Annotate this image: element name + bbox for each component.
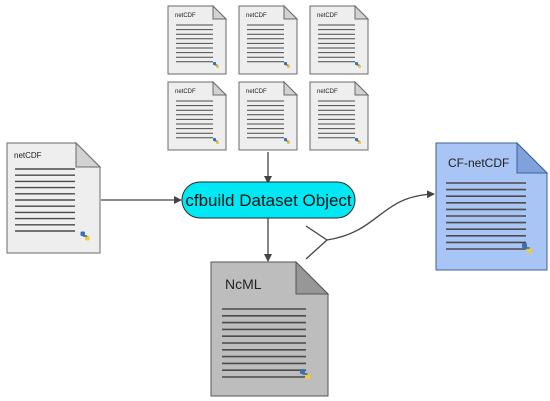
- document-label: NcML: [225, 276, 262, 292]
- cfbuild-dataset-object-node: cfbuild Dataset Object: [181, 181, 356, 219]
- document-label: netCDF: [246, 89, 267, 95]
- document-label: netCDF: [175, 89, 196, 95]
- document-icon: netCDF: [167, 4, 228, 75]
- document-icon: netCDF: [309, 80, 370, 151]
- python-logo-icon: [284, 138, 290, 144]
- python-logo-icon: [284, 62, 290, 68]
- document-icon: NcML: [210, 260, 330, 397]
- document-icon: netCDF: [238, 4, 299, 75]
- object-to-cf-netcdf-arrow: [326, 190, 435, 241]
- python-logo-icon: [213, 62, 219, 68]
- document-icon: netCDF: [309, 4, 370, 75]
- cf-netcdf-output-file: CF-netCDF: [435, 141, 549, 271]
- merge-branch-upper: [305, 225, 328, 241]
- python-logo-icon: [355, 62, 361, 68]
- document-label: netCDF: [14, 151, 42, 160]
- document-label: netCDF: [317, 13, 338, 19]
- python-logo-icon: [80, 231, 90, 241]
- python-logo-icon: [213, 138, 219, 144]
- python-logo-icon: [522, 243, 532, 253]
- merge-branch-lower: [305, 239, 328, 260]
- document-icon: CF-netCDF: [435, 141, 549, 271]
- document-label: netCDF: [317, 89, 338, 95]
- document-label: CF-netCDF: [448, 156, 509, 170]
- netcdf-input-file: netCDF: [6, 141, 102, 254]
- document-label: netCDF: [175, 13, 196, 19]
- center-label: cfbuild Dataset Object: [185, 191, 352, 210]
- document-icon: netCDF: [167, 80, 228, 151]
- document-label: netCDF: [246, 13, 267, 19]
- python-logo-icon: [355, 138, 361, 144]
- document-icon: netCDF: [6, 141, 102, 254]
- python-logo-icon: [300, 369, 310, 379]
- netcdf-file-grid: netCDF netCDF netCDF netCDF netCDF netCDF: [167, 4, 370, 151]
- document-icon: netCDF: [238, 80, 299, 151]
- ncml-output-file: NcML: [210, 260, 330, 397]
